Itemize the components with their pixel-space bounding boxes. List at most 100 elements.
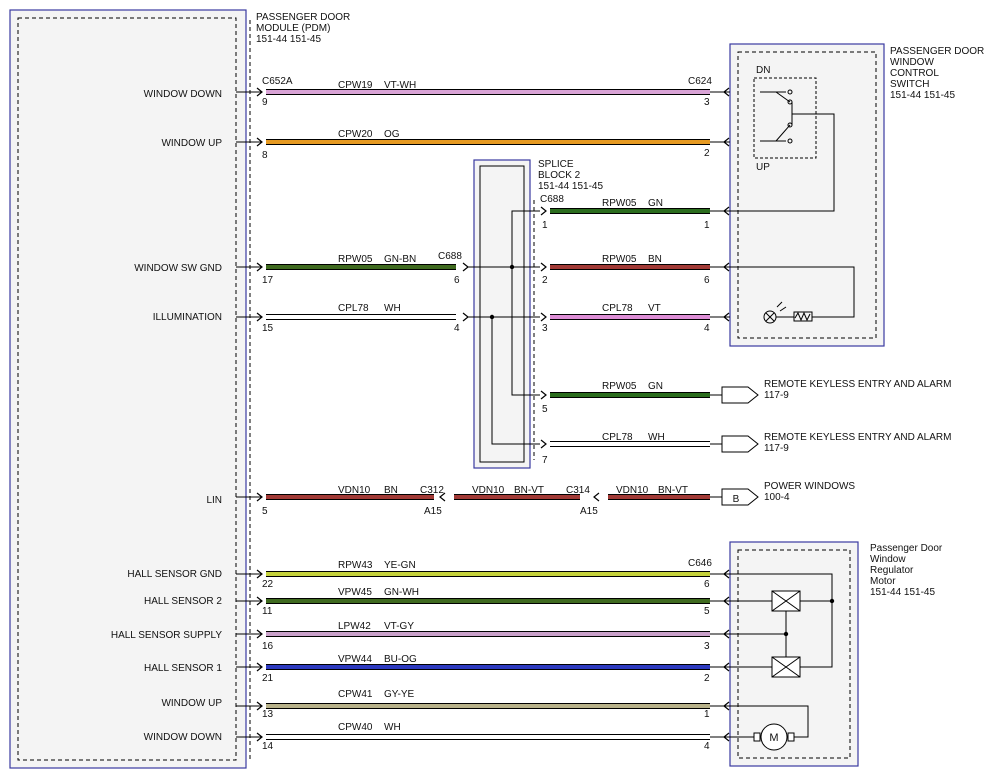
hall-sensor-2-x2 [771,590,801,612]
pin-label: 1 [704,709,710,720]
pin-arrow [256,701,263,711]
lamp-ray-2 [779,306,787,312]
pin-arrow [256,629,263,639]
pdm-frame [9,9,247,769]
splice-refs: 151-44 151-45 [538,181,603,192]
motor-body [760,723,788,751]
circuit-label: CPW20 [338,129,373,140]
pin-label: 6 [704,579,710,590]
splice-wh-bus [468,316,540,445]
motor-frame [729,541,859,767]
pin-label: 5 [542,404,548,415]
signal-label-window-up-motor: WINDOW UP [161,698,222,709]
pin-arrow [256,596,263,606]
splice-title-line2: BLOCK 2 [538,170,581,181]
pin-label: 1 [704,220,710,231]
signal-label-window-up: WINDOW UP [161,138,222,149]
pin-label: 2 [704,148,710,159]
signal-label-hall-sensor-1: HALL SENSOR 1 [144,663,222,674]
hall-gnd-node [829,598,835,604]
resistor-ground-wire [724,266,855,318]
wire-color-label: WH [384,303,401,314]
wire-color-label: BN-VT [514,485,544,496]
pin-label: 5 [262,506,268,517]
switch-dn-label: DN [756,65,770,76]
motor-title-line2: Window [870,554,906,565]
pin-arrow [256,137,263,147]
motor-title-line3: Regulator [870,565,914,576]
pin-label: 3 [704,97,710,108]
destination-label: POWER WINDOWS [764,481,855,492]
wire-color-label: BN-VT [658,485,688,496]
wire-color-label: YE-GN [384,560,416,571]
destination-ref: 117-9 [764,443,789,454]
pin-label: A15 [424,506,442,517]
wire-color-label: BN [384,485,398,496]
switch-frame [729,43,885,347]
pin-label: 4 [704,741,710,752]
circuit-label: CPW41 [338,689,373,700]
pdm-inner-frame [17,17,237,761]
pin-label: 22 [262,579,274,590]
pin-arrow [723,662,730,672]
pin-arrow [540,262,547,272]
pin-arrow [256,662,263,672]
pin-arrow [256,87,263,97]
wire-color-label: GY-YE [384,689,415,700]
pin-label: 7 [542,455,548,466]
switch-title-line3: CONTROL [890,68,939,79]
hall-gnd-bus [724,573,833,668]
motor-lead-right [724,705,809,738]
pin-arrow [256,492,263,502]
wire-color-label: VT-GY [384,621,414,632]
pin-label: 15 [262,323,274,334]
wire-color-label: GN-WH [384,587,419,598]
pin-label: 4 [704,323,710,334]
switch-inner-frame [737,51,877,339]
motor-title-line4: Motor [870,576,896,587]
connector-label: C314 [566,485,590,496]
resistor-icon [724,266,855,322]
switch-up-label: UP [756,162,770,173]
wire-color-label: OG [384,129,400,140]
lamp-filament-2 [765,312,775,322]
motor-brush-right [787,732,795,742]
pin-label: 17 [262,275,274,286]
pin-label: 2 [704,673,710,684]
wire-color-label: BU-OG [384,654,417,665]
circuit-label: VDN10 [616,485,649,496]
connector-label: C646 [688,558,712,569]
switch-up-blade [775,124,791,142]
pdm-refs: 151-44 151-45 [256,34,321,45]
connector-label: C652A [262,76,293,87]
pin-arrow [723,569,730,579]
switch-dn-terminal [787,89,793,95]
signal-label-lin: LIN [206,495,222,506]
hall-sensor-icon [724,573,835,678]
offpage-arrow-icon [721,386,759,404]
circuit-label: CPW19 [338,80,373,91]
pin-label: 3 [704,641,710,652]
switch-common-wire [724,113,835,212]
wire-color-label: GN-BN [384,254,416,265]
window-switch-icon: DN UP [724,65,835,212]
pin-arrow [723,701,730,711]
splice-title-line1: SPLICE [538,159,574,170]
pin-arrow [256,312,263,322]
pdm-title-line1: PASSENGER DOOR [256,12,350,23]
splice-gn-node [509,264,515,270]
wire-color-label: VT-WH [384,80,416,91]
pin-arrow [439,492,446,502]
connector-label: C688 [540,194,564,205]
signal-label-window-down: WINDOW DOWN [144,89,222,100]
switch-contact-box [753,77,817,159]
signal-label-window-sw-gnd: WINDOW SW GND [134,263,222,274]
pin-label: 2 [542,275,548,286]
pin-label: 21 [262,673,274,684]
wire-layer [236,87,759,742]
circuit-label: VPW45 [338,587,372,598]
circuit-label: CPL78 [602,303,633,314]
motor-inner-frame [737,549,851,759]
pdm-module [9,9,251,769]
pin-arrow [593,492,600,502]
